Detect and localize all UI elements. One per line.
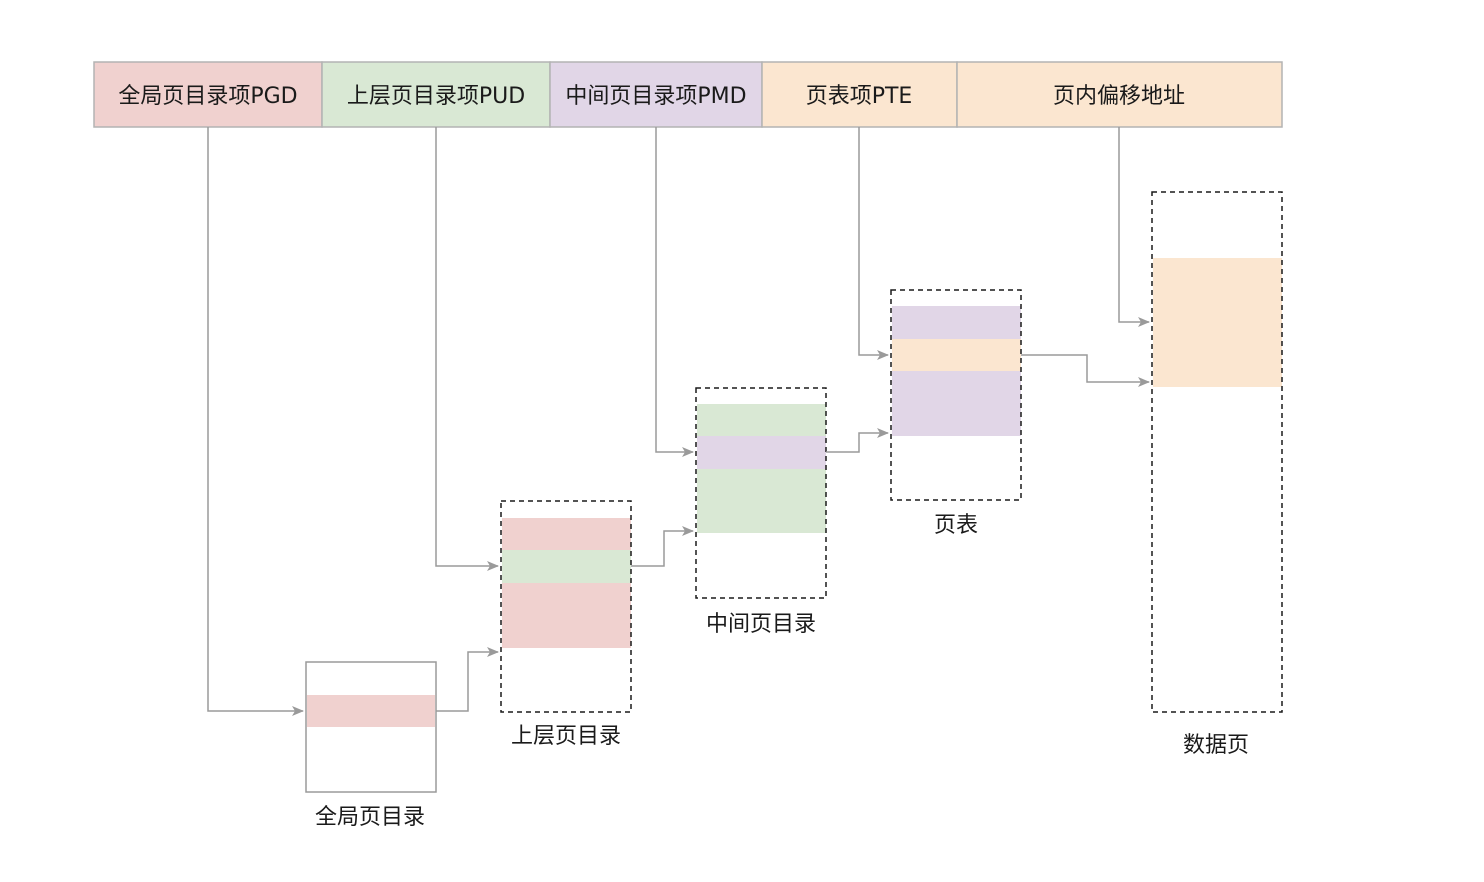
pmd-table-label: 中间页目录 — [706, 612, 816, 637]
field-pte: 页表项PTE — [761, 61, 958, 128]
virtual-address-bar: 全局页目录项PGD 上层页目录项PUD 中间页目录项PMD 页表项PTE 页内偏… — [93, 61, 1283, 128]
field-offset: 页内偏移地址 — [956, 61, 1283, 128]
field-offset-label: 页内偏移地址 — [1053, 84, 1185, 109]
pte-index-arrow — [858, 127, 889, 360]
pte-table-label: 页表 — [934, 513, 978, 538]
pte-table: 页表 — [890, 289, 1022, 538]
pte-table-fill-top — [892, 306, 1021, 339]
offset-index-arrow — [1118, 127, 1150, 327]
field-pmd-label: 中间页目录项PMD — [565, 84, 746, 109]
pmd-table: 中间页目录 — [695, 387, 827, 637]
pgd-table-label: 全局页目录 — [315, 805, 425, 830]
pgd-table: 全局页目录 — [305, 661, 437, 830]
field-pte-label: 页表项PTE — [806, 84, 913, 109]
data-page-label: 数据页 — [1183, 733, 1249, 758]
field-pmd: 中间页目录项PMD — [549, 61, 763, 128]
pgd-entry — [307, 695, 435, 727]
pmd-table-fill-bottom — [697, 469, 826, 533]
pte-entry — [892, 339, 1021, 371]
index-arrows — [207, 127, 1150, 716]
data-page-target — [1153, 258, 1282, 387]
field-pgd: 全局页目录项PGD — [93, 61, 323, 128]
pte-table-fill-bottom — [892, 371, 1021, 436]
chain-arrows — [436, 354, 1150, 712]
pud-table-fill-top — [502, 518, 631, 550]
pgd-index-arrow — [207, 127, 304, 716]
pmd-index-arrow — [655, 127, 694, 457]
pud-table: 上层页目录 — [500, 500, 632, 749]
pud-table-fill-bottom — [502, 583, 631, 648]
pgd-to-pud-arrow — [436, 647, 499, 712]
field-pgd-label: 全局页目录项PGD — [118, 84, 297, 109]
pmd-table-fill-top — [697, 404, 826, 436]
field-pud: 上层页目录项PUD — [321, 61, 551, 128]
pmd-entry — [697, 436, 826, 469]
field-pud-label: 上层页目录项PUD — [347, 84, 525, 109]
data-page: 数据页 — [1151, 191, 1283, 758]
pud-entry — [502, 550, 631, 583]
pud-index-arrow — [435, 127, 499, 571]
pmd-to-pte-arrow — [826, 428, 889, 453]
pud-to-pmd-arrow — [631, 526, 694, 567]
pud-table-label: 上层页目录 — [511, 724, 621, 749]
pte-to-data-arrow — [1021, 354, 1150, 387]
